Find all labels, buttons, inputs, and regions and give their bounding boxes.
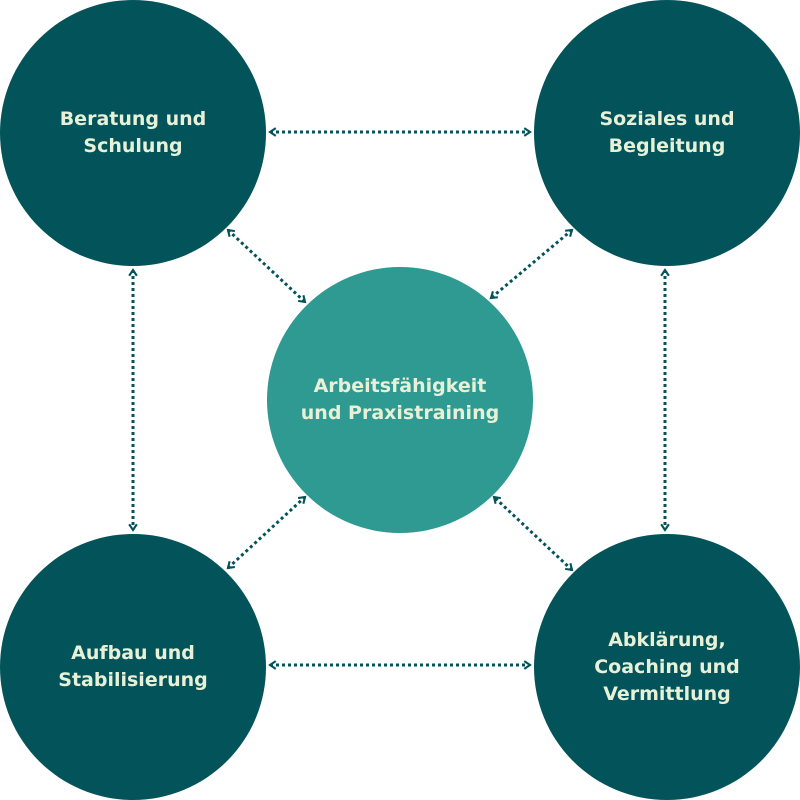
node-beratung: Beratung und Schulung [0,0,266,266]
arrow-diag-bottom-right [492,495,574,572]
arrow-diag-top-left [226,228,307,304]
node-label: Beratung und Schulung [59,108,207,157]
arrow-diag-bottom-left [226,495,307,570]
node-abklaerung: Abklärung, Coaching und Vermittlung [534,534,800,800]
node-label: Abklärung, Coaching und Vermittlung [594,628,740,705]
node-label: Soziales und Begleitung [599,108,735,157]
arrow-diag-top-right [489,228,574,300]
node-arbeitsfaehigkeit: Arbeitsfähigkeit und Praxistraining [267,267,533,533]
node-aufbau: Aufbau und Stabilisierung [0,534,266,800]
node-soziales: Soziales und Begleitung [534,0,800,266]
node-label: Aufbau und Stabilisierung [58,642,208,691]
node-label: Arbeitsfähigkeit und Praxistraining [300,375,500,424]
